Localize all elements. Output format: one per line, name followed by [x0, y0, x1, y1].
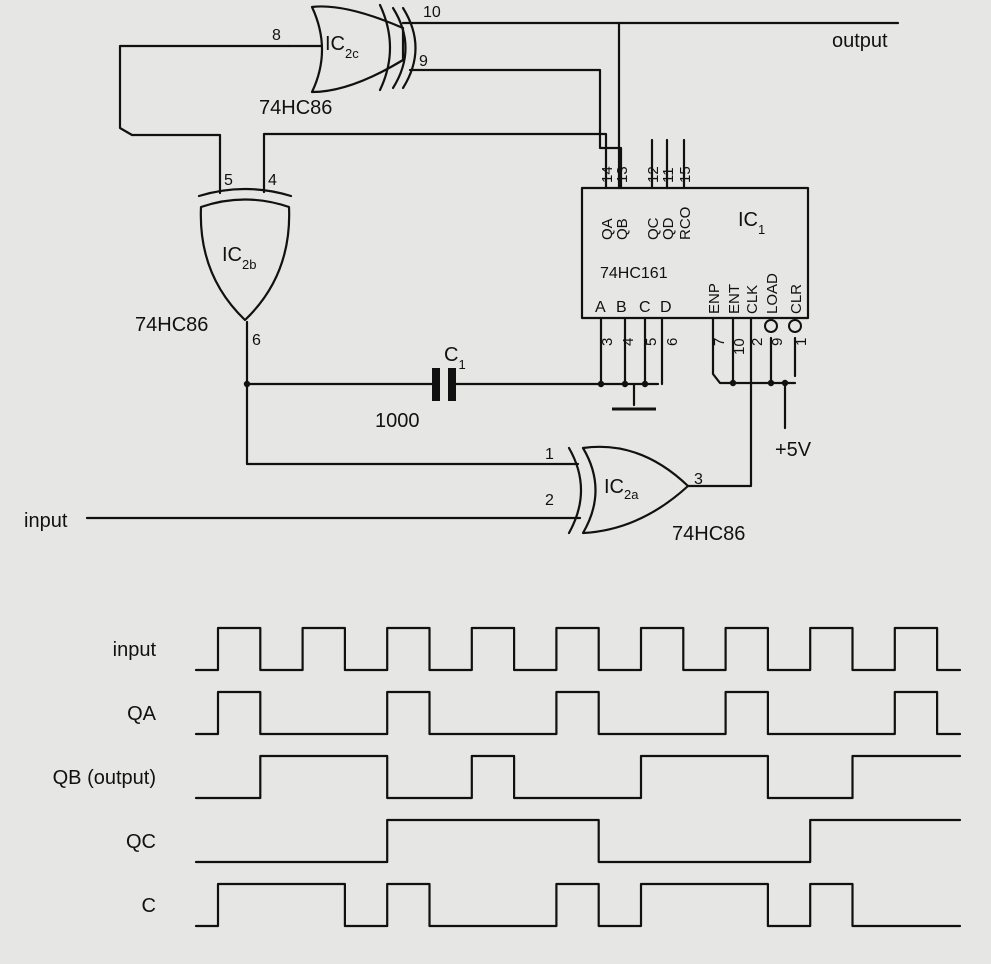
ic1-part: 74HC161 [600, 265, 668, 282]
ic2a-body [581, 445, 690, 535]
counter-ic1: IC1 74HC161 14QA13QB12QC11QD15RCOA3B4C5D… [580, 166, 810, 355]
ic1-top-pin-name: QC [645, 217, 662, 240]
wire-ic2c-pin9 [408, 68, 623, 190]
ic1-top-pin-name: QA [599, 218, 616, 240]
ic1-top-pin-name: QB [614, 218, 631, 240]
ic1-top-pin-name: RCO [677, 207, 694, 240]
ic1-control-pin-number: 10 [731, 338, 748, 355]
wire-clk [686, 316, 753, 488]
junction-dot [621, 380, 629, 388]
wire-ic2b-out [245, 320, 558, 466]
ic1-label: IC1 [738, 209, 765, 237]
junction-dot [243, 380, 251, 388]
ic2c-xor-arc [378, 3, 392, 92]
ic2c-part: 74HC86 [259, 97, 332, 119]
junction-dot [597, 380, 605, 388]
supply-label: +5V [775, 439, 812, 461]
ic2a-label: IC2a [604, 476, 639, 502]
ic1-top-pin-number: 11 [660, 167, 677, 183]
ic2b-pin-out: 6 [252, 332, 261, 349]
ic1-control-pin-number: 2 [749, 338, 766, 346]
ic2b-label: IC2b [222, 244, 256, 272]
ic2c-label: IC2c [325, 33, 359, 61]
wires [85, 21, 900, 520]
timing-label: C [142, 895, 156, 917]
ic2a-xor-arc [567, 446, 583, 535]
ic2c-pin-a: 8 [272, 27, 281, 44]
ic1-top-pin-number: 12 [645, 166, 662, 183]
wire-enp-ent-load [711, 316, 773, 385]
ic1-input-pin-number: 5 [643, 338, 660, 346]
ic2c-pin-out: 10 [423, 4, 441, 21]
ic1-pins: 14QA13QB12QC11QD15RCOA3B4C5D6ENP7ENT10CL… [595, 166, 810, 355]
junction-dot [781, 379, 789, 387]
ic2c-xor-arc-3 [401, 6, 417, 90]
ic2a-pin-out: 3 [694, 471, 703, 488]
junction-dot [729, 379, 737, 387]
ic2c-xor-arc-2 [391, 6, 407, 90]
ic2b-part: 74HC86 [135, 314, 208, 336]
output-label: output [832, 30, 888, 52]
wire-qa-to-ic2b-pin4 [262, 132, 608, 194]
timing-waveform [194, 882, 962, 928]
ic1-body [580, 186, 810, 320]
clr-inversion-bubble [788, 319, 802, 333]
ic1-control-pin-name: ENT [726, 284, 743, 314]
ic2b-xor-arc [197, 187, 293, 198]
ic2b-pin-b: 4 [268, 172, 277, 189]
timing-waveform [194, 690, 962, 736]
timing-label: QC [126, 831, 156, 853]
ic1-top-pin-number: 13 [614, 166, 631, 183]
ic2a-pin-b: 2 [545, 492, 554, 509]
c1-plate-right [448, 368, 456, 401]
ic1-input-pin-name: C [639, 299, 651, 316]
ic1-control-pin-number: 1 [793, 338, 810, 346]
ic2c-body [310, 5, 405, 94]
ic1-control-pin-name: ENP [706, 283, 723, 314]
ic1-top-pin-number: 15 [677, 166, 694, 183]
timing-label: input [113, 639, 157, 661]
timing-waveform [194, 754, 962, 800]
ic1-input-pin-number: 6 [664, 338, 681, 346]
ic1-control-pin-name: LOAD [764, 273, 781, 314]
ic1-input-pin-number: 4 [620, 338, 637, 346]
ic1-input-pin-name: B [616, 299, 627, 316]
wire-ic2c-pin8-loop [118, 44, 291, 195]
ic2a-pin-a: 1 [545, 446, 554, 463]
timing-waveform [194, 626, 962, 672]
ic1-control-pin-number: 9 [769, 338, 786, 346]
gate-ic2c: IC2c 74HC86 8 9 10 [259, 3, 441, 119]
junction-dot [767, 379, 775, 387]
ic2b-body [199, 198, 291, 322]
ic2c-pin-b: 9 [419, 53, 428, 70]
ic1-top-pin-name: QD [660, 217, 677, 240]
c1-plate-left [432, 368, 440, 401]
c1-value: 1000 [375, 410, 420, 432]
gate-ic2b: IC2b 74HC86 5 4 6 [135, 172, 293, 349]
capacitor-c1: C1 1000 [375, 344, 466, 432]
ic1-top-pin-number: 14 [599, 166, 616, 183]
ic1-input-pin-name: A [595, 299, 606, 316]
gate-ic2a: IC2a 74HC86 1 2 3 [545, 445, 745, 545]
ic1-input-pin-number: 3 [599, 338, 616, 346]
c1-label: C1 [444, 344, 466, 372]
ic1-control-pin-name: CLR [788, 284, 805, 314]
timing-waveform [194, 818, 962, 864]
junction-dot [641, 380, 649, 388]
input-label: input [24, 510, 68, 532]
timing-label: QB (output) [53, 767, 156, 789]
ic1-control-pin-number: 7 [711, 338, 728, 346]
ic2a-part: 74HC86 [672, 523, 745, 545]
ic1-control-pin-name: CLK [744, 285, 761, 314]
ic1-input-pin-name: D [660, 299, 672, 316]
timing-label: QA [127, 703, 157, 725]
ic2b-pin-a: 5 [224, 172, 233, 189]
load-inversion-bubble [764, 319, 778, 333]
